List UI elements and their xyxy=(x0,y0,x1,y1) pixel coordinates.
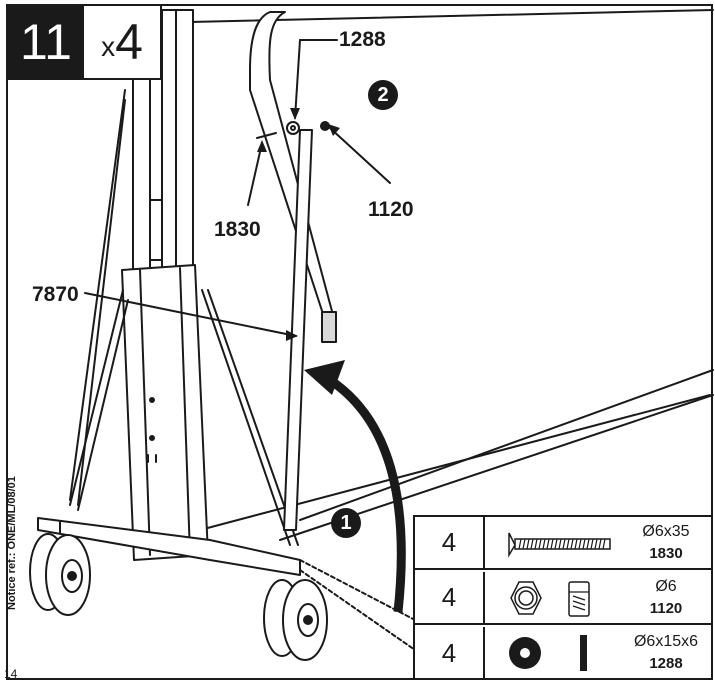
bolt-1830-drawing xyxy=(256,132,277,139)
step-header: 11 x 4 xyxy=(6,4,162,80)
parts-row: 4 Ø6x35 1830 xyxy=(415,517,711,570)
part-spec: Ø6x35 1830 xyxy=(620,523,712,562)
parts-row: 4 Ø6x15x6 1288 xyxy=(415,627,711,680)
washer-icon xyxy=(509,635,587,671)
upper-support-arm xyxy=(249,11,334,321)
base-beam xyxy=(37,517,301,576)
lock-nut-icon xyxy=(510,581,590,617)
step-number: 11 xyxy=(8,6,84,78)
repeat-prefix: x xyxy=(101,31,116,62)
part-code: 1120 xyxy=(649,600,683,617)
page-frame xyxy=(6,4,713,680)
parts-table: 4 Ø6x35 1830 4 xyxy=(413,515,713,680)
screw-icon xyxy=(508,532,611,558)
part-size: Ø6x15x6 xyxy=(633,633,699,650)
callout-1830: 1830 xyxy=(214,218,261,241)
part-spec: Ø6x15x6 1288 xyxy=(620,633,712,672)
backboard-bottom-edge-3 xyxy=(199,394,711,531)
part-quantity: 4 xyxy=(415,627,485,680)
part-code: 1830 xyxy=(649,545,683,562)
sequence-badge-2: 2 xyxy=(368,80,398,110)
page-number: 14 xyxy=(4,667,18,681)
part-quantity: 4 xyxy=(415,517,485,568)
part-quantity: 4 xyxy=(415,572,485,623)
brace-7870 xyxy=(283,129,313,531)
parts-row: 4 Ø6 1120 xyxy=(415,572,711,625)
arm-end-cap xyxy=(321,311,337,343)
nut-1120-drawing xyxy=(320,121,330,131)
rotate-arrow-head xyxy=(304,360,345,395)
rotate-arrow xyxy=(327,376,406,613)
part-code: 1288 xyxy=(649,655,683,672)
side-reference: Notice ref.: ONE/ML/08/01 xyxy=(6,476,18,610)
sequence-badge-1: 1 xyxy=(331,508,361,538)
callout-1288: 1288 xyxy=(339,28,386,51)
step-repeat-count: x 4 xyxy=(84,6,160,78)
part-size: Ø6x35 xyxy=(642,523,690,540)
callout-7870: 7870 xyxy=(32,283,79,306)
washer-1288-drawing xyxy=(286,121,300,135)
part-spec: Ø6 1120 xyxy=(620,578,712,617)
callout-1120: 1120 xyxy=(368,198,414,221)
backboard-bottom-edge-1 xyxy=(299,369,714,521)
pole-slot xyxy=(149,199,163,261)
repeat-number: 4 xyxy=(115,14,143,70)
part-size: Ø6 xyxy=(655,578,677,595)
